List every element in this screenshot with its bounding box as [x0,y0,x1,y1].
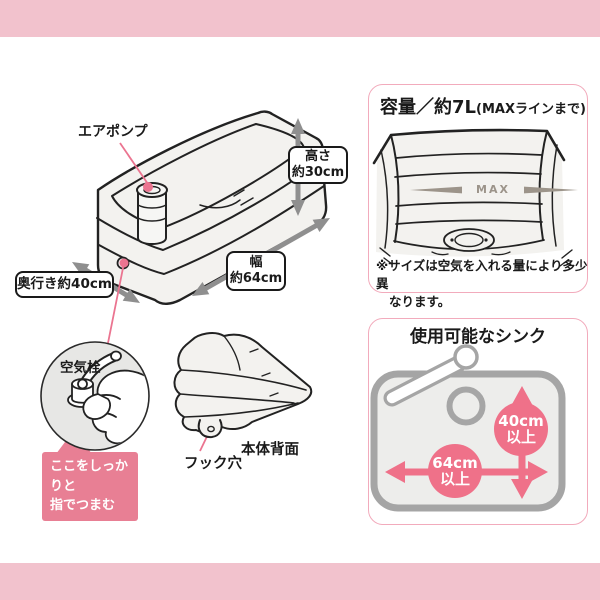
sink-box-title: 使用可能なシンク [410,327,546,347]
bottom-pink-band [0,563,600,600]
pinch-callout: ここをしっかりと 指でつまむ [42,452,138,521]
thumb-illustration [82,393,111,420]
valve-detail-circle [40,341,150,451]
capacity-title: 容量／約7L(MAXラインまで) [380,93,586,119]
folded-unit-illustration [173,332,313,439]
capacity-title-sub: (MAXラインまで) [476,102,586,117]
capacity-title-main: 容量／約7L [380,97,476,118]
height-dimension-label: 高さ 約30cm [288,146,348,184]
air-pump-illustration [136,182,168,245]
air-valve-label: 空気栓 [60,360,101,376]
faucet-illustration [383,344,479,407]
drain-illustration [446,386,486,426]
hook-hole [207,425,215,433]
max-line-markers [410,186,578,194]
depth-dimension-label: 奥行き約40cm [15,271,114,298]
capacity-note-line1: ※サイズは空気を入れる量により多少異 [376,258,588,292]
min-width-badge: 64cm 以上 [428,444,482,498]
capacity-note-line2: なります。 [389,294,451,310]
capacity-illustration [372,128,578,267]
back-side-label: 本体背面 [241,442,299,458]
capacity-valve [443,228,495,252]
air-pump-dot [143,182,153,192]
min-depth-badge: 40cm 以上 [494,402,548,456]
max-line-label: MAX [476,183,510,196]
air-pump-label: エアポンプ [78,124,148,140]
top-pink-band [0,0,600,37]
width-dimension-label: 幅 約64cm [226,251,286,291]
capacity-note: ※サイズは空気を入れる量により多少異 なります。 [376,257,600,311]
hook-hole-label: フック穴 [184,456,242,472]
